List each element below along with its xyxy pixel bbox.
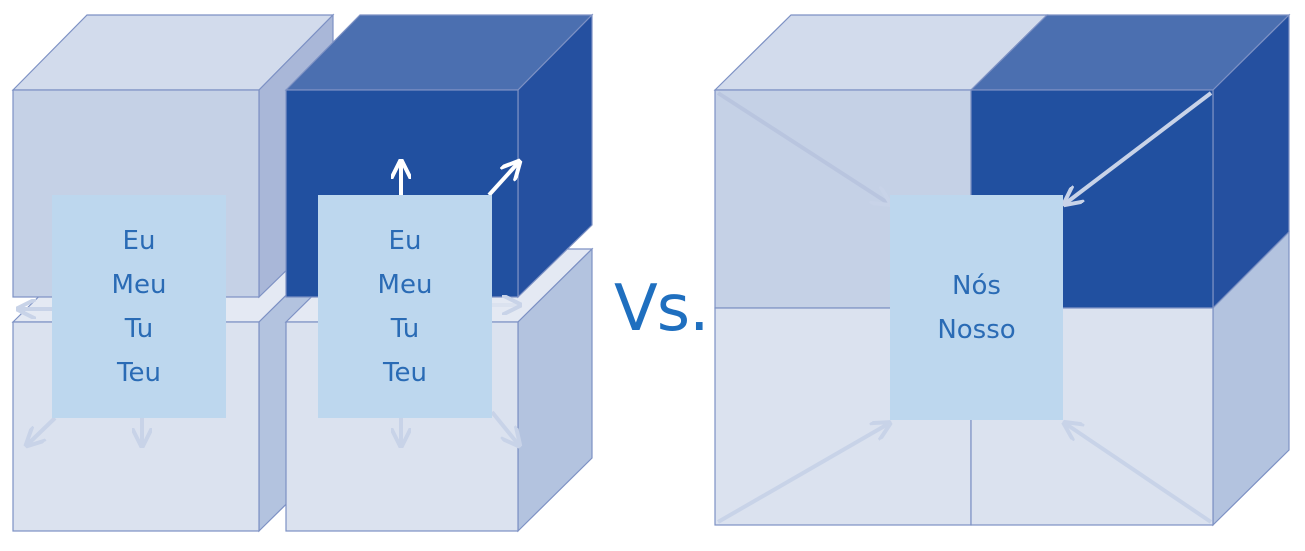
arrow-in-bottom-right: [1066, 424, 1213, 524]
arrow-left-down-diagonal: [28, 416, 57, 444]
label-word: Meu: [111, 269, 167, 300]
label-word: Teu: [383, 357, 427, 388]
vs-text: Vs.: [614, 272, 709, 346]
label-box-right: Nós Nosso: [890, 195, 1063, 420]
arrow-in-bottom-left: [717, 424, 888, 524]
label-word: Tu: [124, 313, 154, 344]
label-box-left-1: Eu Meu Tu Teu: [52, 195, 226, 418]
label-word: Tu: [390, 313, 420, 344]
label-word: Nosso: [937, 314, 1016, 345]
label-word: Eu: [122, 225, 156, 256]
left-arrows: [20, 163, 518, 444]
label-word: Teu: [117, 357, 161, 388]
arrow-in-top-left: [716, 91, 888, 203]
label-word: Eu: [388, 225, 422, 256]
label-word: Meu: [377, 269, 433, 300]
right-arrows: [716, 91, 1213, 524]
label-box-left-2: Eu Meu Tu Teu: [318, 195, 492, 418]
arrow-right-up-diagonal: [487, 163, 518, 197]
label-word: Nós: [952, 270, 1001, 301]
arrow-right-down-diagonal: [490, 410, 518, 444]
arrow-in-top-right: [1066, 91, 1213, 203]
